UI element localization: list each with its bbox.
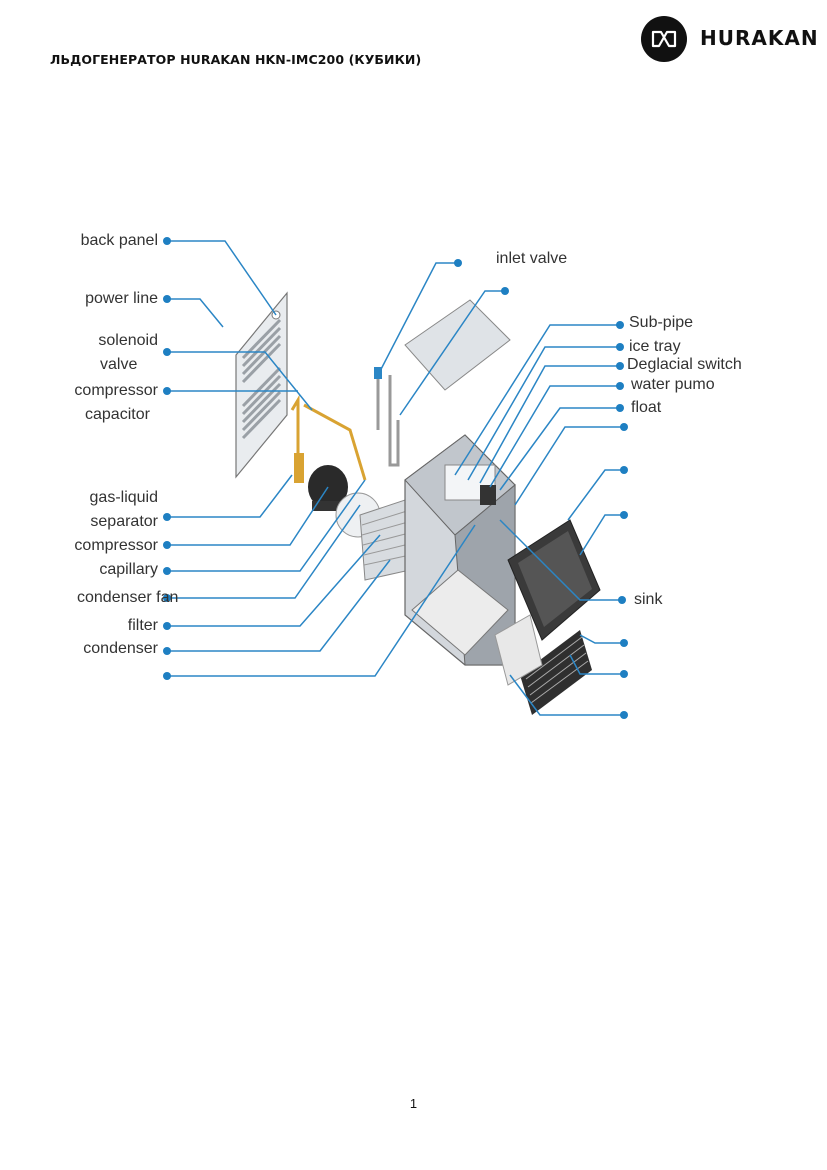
document-title: ЛЬДОГЕНЕРАТОР HURAKAN HKN-IMC200 (КУБИКИ… — [50, 52, 422, 67]
back-panel-part — [235, 291, 288, 479]
ice-maker-body-part — [404, 434, 516, 666]
label-separator: separator — [90, 513, 158, 530]
inlet-valve-part — [374, 367, 400, 467]
label-inlet-valve: inlet valve — [496, 250, 568, 267]
label-sink: sink — [634, 591, 663, 608]
label-power-line: power line — [85, 290, 158, 307]
leader-dots — [163, 237, 628, 719]
label-ice-tray: ice tray — [629, 338, 681, 355]
grille-part — [494, 614, 592, 715]
leader-lines — [167, 240, 624, 716]
label-capillary: capillary — [99, 561, 158, 578]
label-compressor-capacitor: compressor — [74, 382, 158, 399]
label-water-pump: water pumo — [631, 376, 715, 393]
label-solenoid: solenoid — [98, 332, 158, 349]
brand-name: HURAKAN — [700, 26, 819, 50]
hurakan-logo-icon — [641, 16, 687, 62]
label-compressor: compressor — [74, 537, 158, 554]
lid-part — [404, 299, 511, 391]
exploded-diagram: back panel power line solenoid valve com… — [60, 215, 780, 735]
label-float: float — [631, 399, 662, 416]
label-valve: valve — [100, 356, 138, 373]
label-condenser: condenser — [83, 640, 158, 657]
diagram-illustration — [163, 237, 628, 719]
label-gas-liquid: gas-liquid — [89, 489, 158, 506]
label-sub-pipe: Sub-pipe — [629, 314, 694, 331]
label-deglacial-switch: Deglacial switch — [627, 356, 742, 373]
label-condenser-fan: condenser fan — [77, 589, 179, 606]
label-filter: filter — [127, 617, 158, 634]
label-capacitor: capacitor — [85, 406, 150, 423]
page-number: 1 — [409, 1096, 418, 1111]
label-back-panel: back panel — [80, 232, 158, 249]
